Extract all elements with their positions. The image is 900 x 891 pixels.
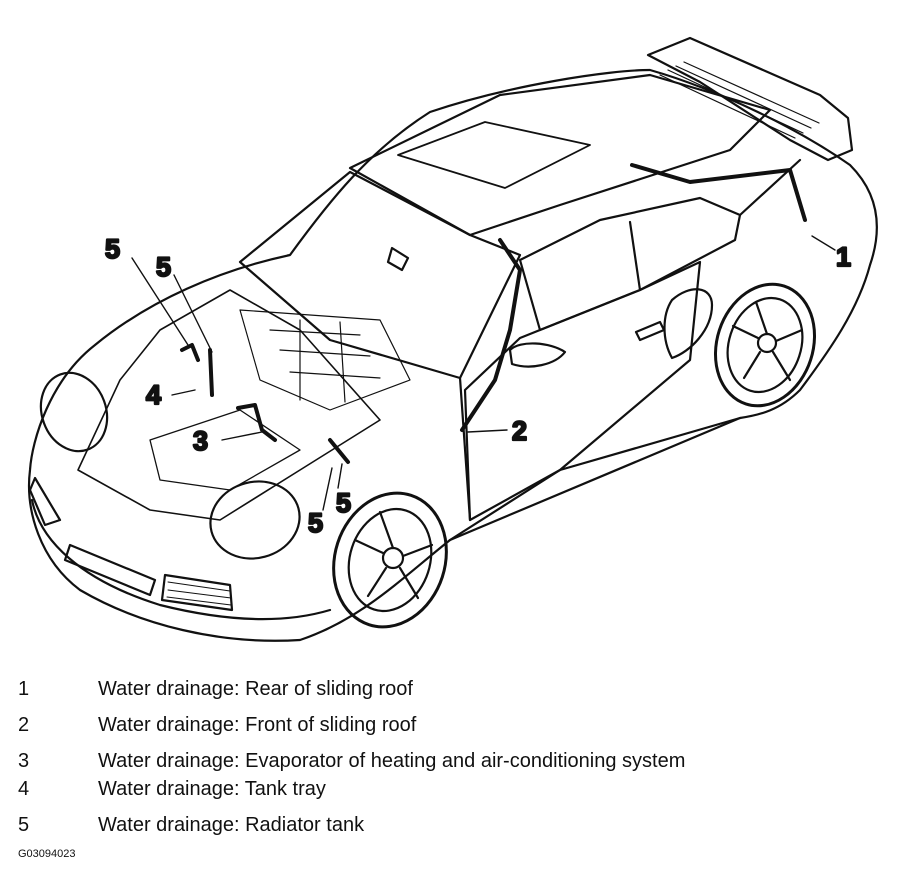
- engine-bay-details: [239, 309, 411, 411]
- legend-text: Water drainage: Front of sliding roof: [98, 714, 417, 736]
- roof-panel: [348, 73, 772, 237]
- legend-number: 5: [18, 814, 30, 836]
- side-air-intake: [663, 288, 714, 360]
- legend-row-4: 4 Water drainage: Tank tray: [0, 778, 900, 804]
- rear-roof-drain-hose: [630, 163, 807, 222]
- callout-5a: 5: [105, 234, 120, 264]
- side-window: [518, 196, 742, 332]
- front-bumper: [30, 498, 332, 621]
- a-pillar: [458, 376, 472, 522]
- drainage-hoses: [180, 163, 807, 464]
- car-body-outline: [28, 68, 878, 642]
- front-intake-center: [63, 543, 157, 597]
- legend-row-2: 2 Water drainage: Front of sliding roof: [0, 714, 900, 740]
- legend-number: 3: [18, 750, 30, 772]
- radiator-drain-hose-b: [208, 348, 214, 397]
- leader-lines: [131, 235, 836, 511]
- intake-slats: [166, 581, 232, 606]
- radiator-drain-hose-a: [180, 343, 200, 362]
- rear-spoiler: [646, 36, 854, 162]
- front-intake-left: [28, 476, 62, 527]
- radiator-drain-hose-c: [328, 438, 350, 464]
- side-mirror: [508, 342, 567, 368]
- legend-row-5: 5 Water drainage: Radiator tank: [0, 814, 900, 840]
- callout-4: 4: [146, 380, 161, 410]
- legend-number: 4: [18, 778, 30, 800]
- legend-number: 2: [18, 714, 30, 736]
- window-divider: [628, 220, 642, 292]
- callout-5c: 5: [308, 508, 323, 538]
- headlight-left: [39, 371, 109, 453]
- headlight-right: [209, 480, 301, 560]
- front-intake-right: [160, 573, 234, 612]
- door-outline: [463, 260, 702, 522]
- callout-1: 1: [836, 242, 851, 272]
- legend-text: Water drainage: Rear of sliding roof: [98, 678, 413, 700]
- car-illustration: 1 2 3 4 5 5 5 5: [28, 36, 878, 642]
- callout-3: 3: [193, 426, 208, 456]
- callout-5d: 5: [336, 488, 351, 518]
- callout-2: 2: [512, 416, 527, 446]
- legend-row-3: 3 Water drainage: Evaporator of heating …: [0, 750, 900, 776]
- legend-row-1: 1 Water drainage: Rear of sliding roof: [0, 678, 900, 704]
- c-pillar: [738, 158, 802, 217]
- windshield: [238, 170, 522, 380]
- rear-view-mirror: [386, 246, 410, 272]
- front-roof-drain-hose: [460, 238, 522, 432]
- legend-text: Water drainage: Tank tray: [98, 778, 326, 800]
- evaporator-drain-hose: [236, 403, 277, 442]
- front-wheel: [332, 491, 448, 629]
- legend-number: 1: [18, 678, 30, 700]
- rear-wheel: [713, 282, 817, 408]
- sliding-roof: [397, 121, 591, 189]
- legend-text: Water drainage: Evaporator of heating an…: [98, 750, 686, 772]
- rocker-panel: [448, 416, 742, 542]
- legend-text: Water drainage: Radiator tank: [98, 814, 365, 836]
- figure-code: G03094023: [18, 848, 76, 860]
- callout-5b: 5: [156, 252, 171, 282]
- tank-tray: [149, 409, 301, 491]
- door-handle: [634, 320, 666, 342]
